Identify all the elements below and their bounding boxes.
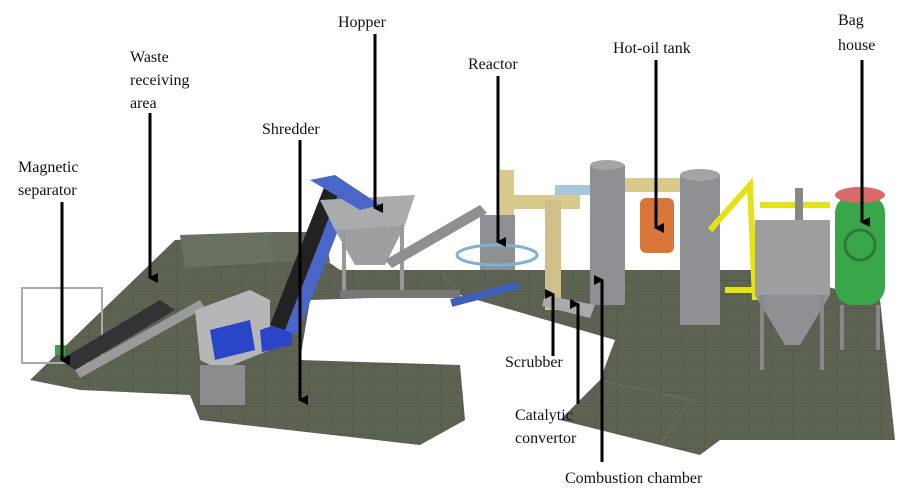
label-shredder: Shredder — [262, 121, 320, 138]
label-hopper: Hopper — [338, 14, 387, 31]
shredder — [195, 185, 352, 405]
label-reactor: Reactor — [468, 56, 518, 73]
label-combustion-chamber: Combustion chamber — [565, 470, 703, 487]
hopper — [310, 175, 487, 298]
label-magnetic-separator: Magnetic separator — [18, 159, 82, 199]
cyclone-filter — [755, 188, 830, 370]
label-waste-receiving-area: Waste receiving area — [130, 49, 194, 112]
label-hot-oil-tank: Hot-oil tank — [613, 40, 691, 57]
label-scrubber: Scrubber — [505, 354, 563, 371]
label-bag-house: Bag house — [838, 12, 875, 54]
label-catalytic-convertor: Catalytic convertor — [515, 407, 577, 447]
bag-house — [835, 187, 885, 350]
callout-arrows — [60, 34, 870, 462]
